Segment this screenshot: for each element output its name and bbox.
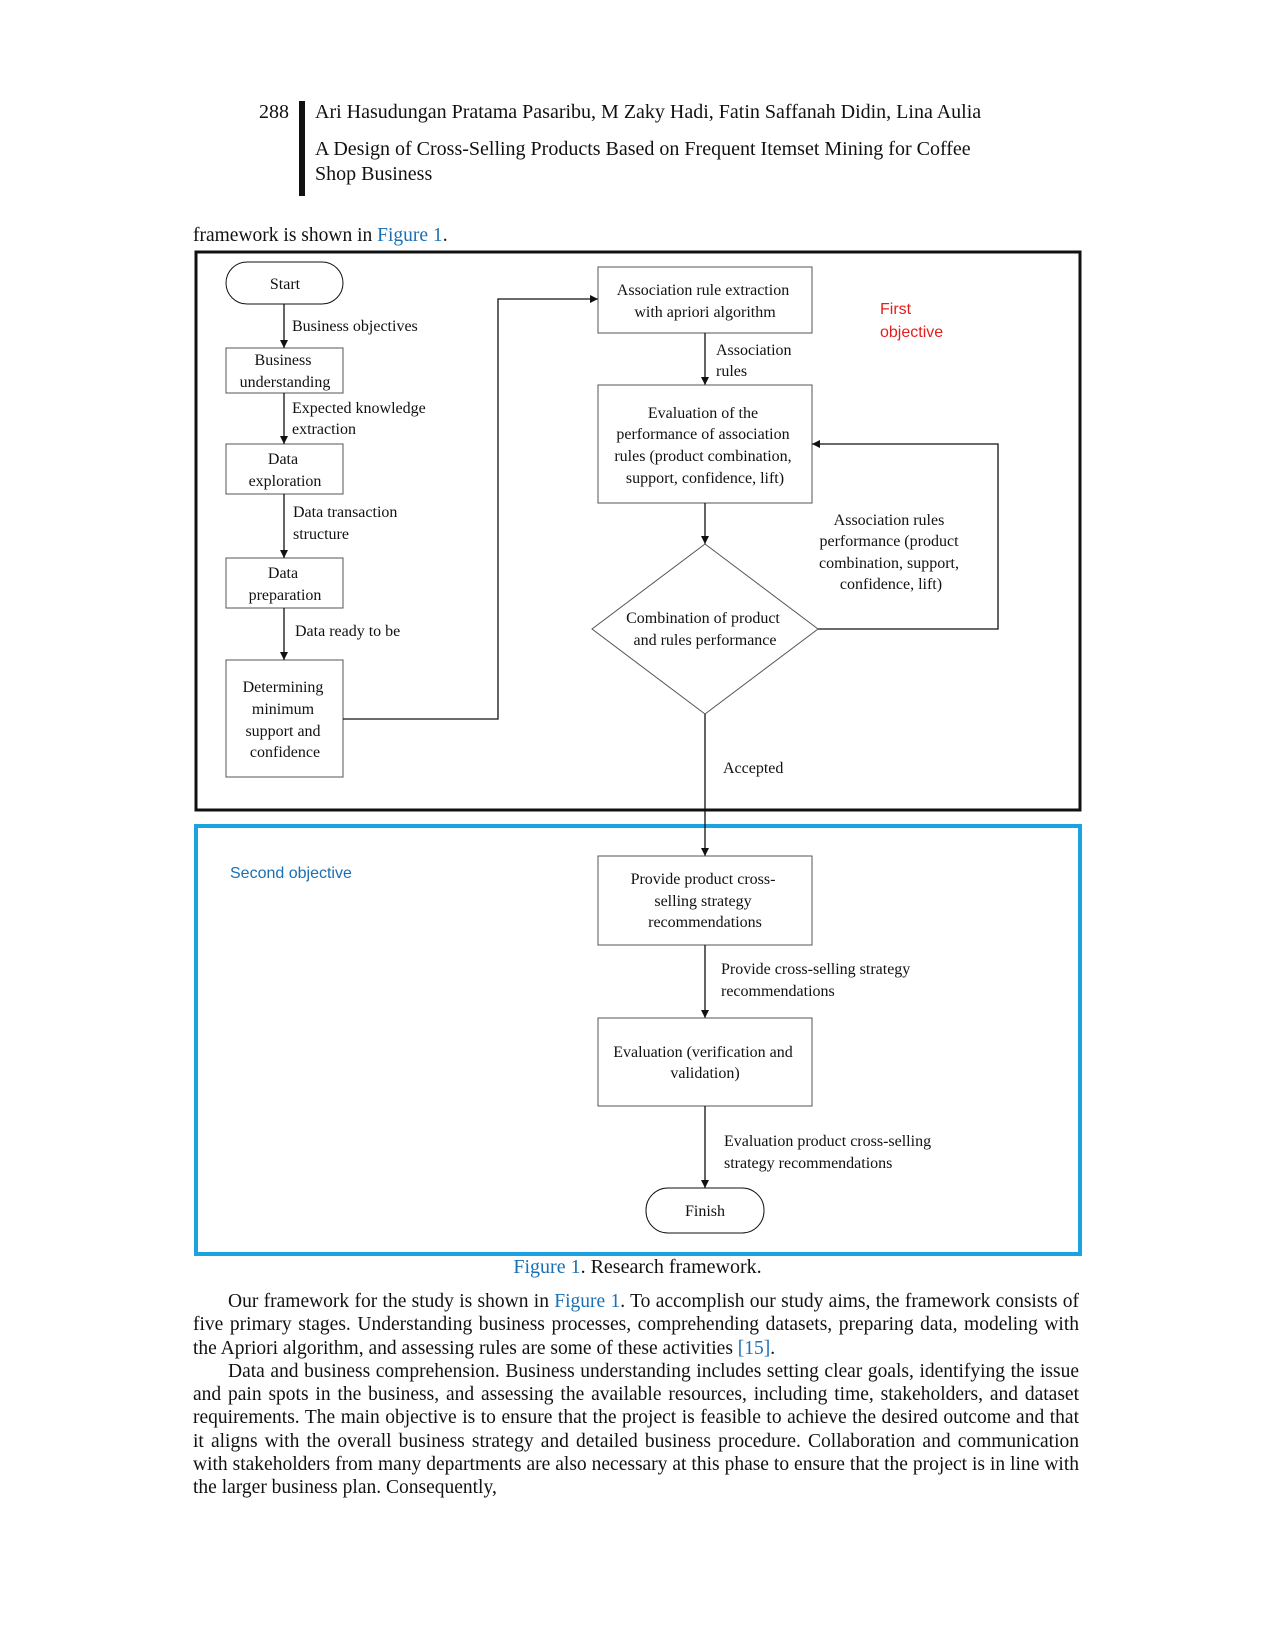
evaluation-performance-line-2: performance of association [616,426,789,443]
association-extraction-line-2: with apriori algorithm [634,304,776,321]
second-objective-label: Second objective [230,865,352,882]
start-node-label: Start [270,276,301,293]
data-exploration-line-1: Data [268,451,298,468]
evaluation-product-line-2: strategy recommendations [724,1155,892,1172]
evaluation-performance-node [597,384,813,504]
decision-line-1: Combination of product [626,610,780,627]
second-objective-frame [194,824,1082,1256]
expected-knowledge-label: Expected knowledge extraction [292,400,430,438]
data-preparation-label: Data preparation [249,565,322,604]
association-extraction-node [597,266,813,334]
association-extraction-line-1: Association rule extraction [617,282,789,299]
body-text: Our framework for the study is shown in … [193,1290,1079,1500]
provide-cross-selling-line-1: Provide cross-selling strategy [721,961,910,978]
decision-label: Combination of product and rules perform… [626,610,784,649]
provide-recommendations-label: Provide product cross- selling strategy … [631,871,780,931]
feedback-loop-label: Association rules performance (product c… [819,512,963,593]
p1-text-b: . To accomplish our study aims, the fram… [193,1291,1079,1359]
data-exploration-node [225,443,344,495]
provide-recommendations-line-1: Provide product cross- [631,871,776,888]
data-ready-label: Data ready to be [295,623,400,640]
arrow-feedback-loop [812,440,999,630]
data-transaction-label: Data transaction structure [293,504,401,543]
data-exploration-line-2: exploration [249,473,322,490]
feedback-line-4: confidence, lift) [840,576,942,593]
business-understanding-line-1: Business [255,352,312,369]
reference-15-link[interactable]: [15] [737,1337,771,1359]
caption-figure-link[interactable]: Figure 1 [513,1256,581,1278]
determining-line-2: minimum [252,701,315,718]
provide-cross-selling-line-2: recommendations [721,983,835,1000]
data-exploration-label: Data exploration [249,451,322,490]
evaluation-verification-node [597,1017,813,1107]
finish-node [645,1187,765,1234]
evaluation-performance-label: Evaluation of the performance of associa… [614,405,795,487]
feedback-line-3: combination, support, [819,555,959,572]
figure-caption: Figure 1. Research framework. [0,1256,1275,1279]
provide-recommendations-line-2: selling strategy [654,893,751,910]
data-preparation-line-2: preparation [249,587,322,604]
provide-recommendations-node [597,855,813,946]
business-understanding-label: Business understanding [240,352,331,391]
association-rules-line-1: Association [716,342,792,359]
figure-1-link[interactable]: Figure 1 [377,225,443,246]
business-objectives-label: Business objectives [292,318,418,335]
body-paragraph-1: Our framework for the study is shown in … [193,1290,1079,1360]
evaluation-product-label: Evaluation product cross-selling strateg… [724,1133,935,1172]
paper-title-line-1: A Design of Cross-Selling Products Based… [315,138,971,160]
determining-line-1: Determining [243,679,324,696]
provide-cross-selling-label: Provide cross-selling strategy recommend… [721,961,914,1000]
first-objective-line-1: First [880,301,912,318]
finish-node-label: Finish [685,1203,725,1220]
paper-title: A Design of Cross-Selling Products Based… [315,137,1075,187]
data-preparation-line-1: Data [268,565,298,582]
p1-text-a: Our framework for the study is shown in [228,1291,555,1312]
association-rules-label: Association rules [716,342,796,380]
data-transaction-line-2: structure [293,526,349,543]
p1-figure-link[interactable]: Figure 1 [554,1291,621,1312]
evaluation-verification-label: Evaluation (verification and validation) [613,1044,796,1082]
arrow-determining-to-extraction [343,295,598,720]
p1-text-c: . [770,1337,776,1359]
accepted-label: Accepted [723,760,783,777]
evaluation-performance-line-3: rules (product combination, [614,448,791,465]
determining-threshold-node [225,659,344,778]
association-extraction-label: Association rule extraction with apriori… [617,282,793,321]
decision-diamond [591,543,819,715]
provide-recommendations-line-3: recommendations [648,914,762,931]
business-understanding-node [225,347,344,394]
page-number: 288 [259,101,289,123]
data-transaction-line-1: Data transaction [293,504,397,521]
determining-line-3: support and [245,723,320,740]
expected-knowledge-line-2: extraction [292,421,356,438]
lead-in-text: framework is shown in [193,225,378,246]
evaluation-verification-line-1: Evaluation (verification and [613,1044,792,1061]
header-divider [299,101,305,196]
first-objective-frame [194,250,1082,812]
paper-title-line-2: Shop Business [315,163,433,185]
body-paragraph-2: Data and business comprehension. Busines… [193,1360,1079,1499]
feedback-line-2: performance (product [819,533,959,550]
evaluation-performance-line-1: Evaluation of the [648,405,758,422]
association-rules-line-2: rules [716,363,747,380]
evaluation-verification-line-2: validation) [670,1065,739,1082]
decision-line-2: and rules performance [633,632,776,649]
evaluation-performance-line-4: support, confidence, lift) [626,470,784,487]
feedback-line-1: Association rules [834,512,945,529]
business-understanding-line-2: understanding [240,374,331,391]
determining-threshold-label: Determining minimum support and confiden… [243,679,328,761]
lead-in-end: . [442,225,448,246]
determining-line-4: confidence [250,744,320,761]
evaluation-product-line-1: Evaluation product cross-selling [724,1133,931,1150]
author-list: Ari Hasudungan Pratama Pasaribu, M Zaky … [315,101,982,123]
first-objective-label: First objective [880,301,943,341]
data-preparation-node [225,557,344,609]
first-objective-line-2: objective [880,324,943,341]
caption-text: . Research framework. [580,1256,762,1278]
lead-in-sentence: framework is shown in Figure 1. [193,224,1079,247]
expected-knowledge-line-1: Expected knowledge [292,400,426,417]
